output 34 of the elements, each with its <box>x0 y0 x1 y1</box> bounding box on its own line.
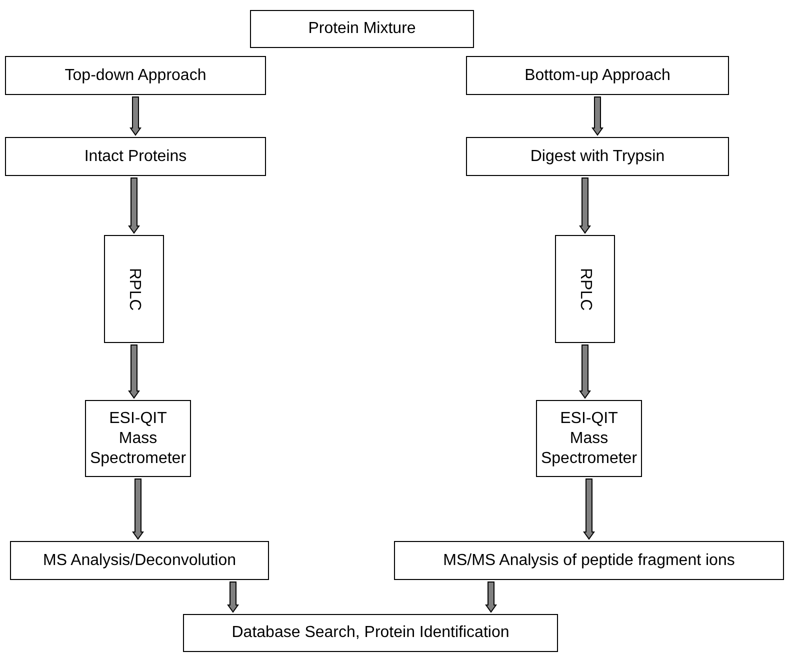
block-arrow <box>227 582 239 613</box>
box-label: ESI-QIT Mass Spectrometer <box>88 408 188 468</box>
box-label: MS Analysis/Deconvolution <box>42 550 237 570</box>
block-arrow <box>579 344 591 399</box>
box-label: Intact Proteins <box>83 146 188 166</box>
process-box <box>5 56 266 95</box>
process-box <box>10 541 269 580</box>
block-arrow <box>128 344 140 399</box>
process-box <box>466 137 729 176</box>
block-arrow <box>128 178 140 234</box>
vertical-label: RPLC <box>576 268 595 310</box>
process-box <box>250 10 474 48</box>
process-box <box>183 614 558 652</box>
process-box <box>104 235 164 343</box>
process-box <box>555 235 615 343</box>
box-label: Protein Mixture <box>307 19 417 39</box>
block-arrow <box>130 96 142 136</box>
process-box <box>536 400 642 477</box>
process-box <box>466 56 729 95</box>
block-arrow <box>485 582 497 613</box>
block-arrow <box>583 478 595 540</box>
process-box <box>85 400 191 477</box>
box-label: Bottom-up Approach <box>524 66 672 86</box>
process-box <box>5 137 266 176</box>
box-label: MS/MS Analysis of peptide fragment ions <box>442 550 736 570</box>
box-label: Top-down Approach <box>64 66 208 86</box>
vertical-label: RPLC <box>125 268 144 310</box>
box-label: Database Search, Protein Identification <box>230 623 510 643</box>
block-arrow <box>132 478 144 540</box>
box-label: ESI-QIT Mass Spectrometer <box>540 408 638 468</box>
process-box <box>394 541 784 580</box>
block-arrow <box>579 178 591 234</box>
box-label: Digest with Trypsin <box>529 146 666 166</box>
block-arrow <box>592 96 604 136</box>
